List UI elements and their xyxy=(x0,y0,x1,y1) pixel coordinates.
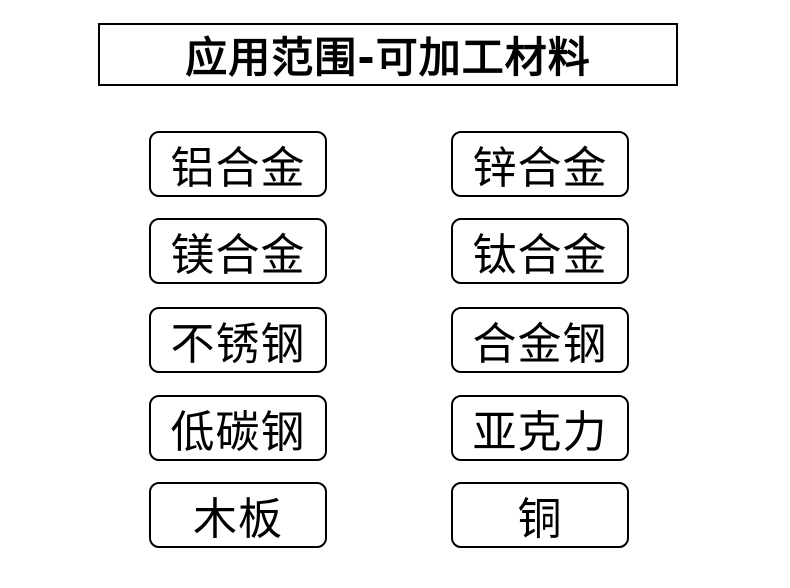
material-tag: 低碳钢 xyxy=(149,395,327,461)
material-tag: 木板 xyxy=(149,482,327,548)
material-tag: 镁合金 xyxy=(149,218,327,284)
page-title: 应用范围-可加工材料 xyxy=(98,23,678,86)
material-tag: 铜 xyxy=(451,482,629,548)
material-tag: 锌合金 xyxy=(451,131,629,197)
material-tag: 亚克力 xyxy=(451,395,629,461)
material-tag: 合金钢 xyxy=(451,307,629,373)
material-tag: 钛合金 xyxy=(451,218,629,284)
material-tag: 不锈钢 xyxy=(149,307,327,373)
material-tag: 铝合金 xyxy=(149,131,327,197)
